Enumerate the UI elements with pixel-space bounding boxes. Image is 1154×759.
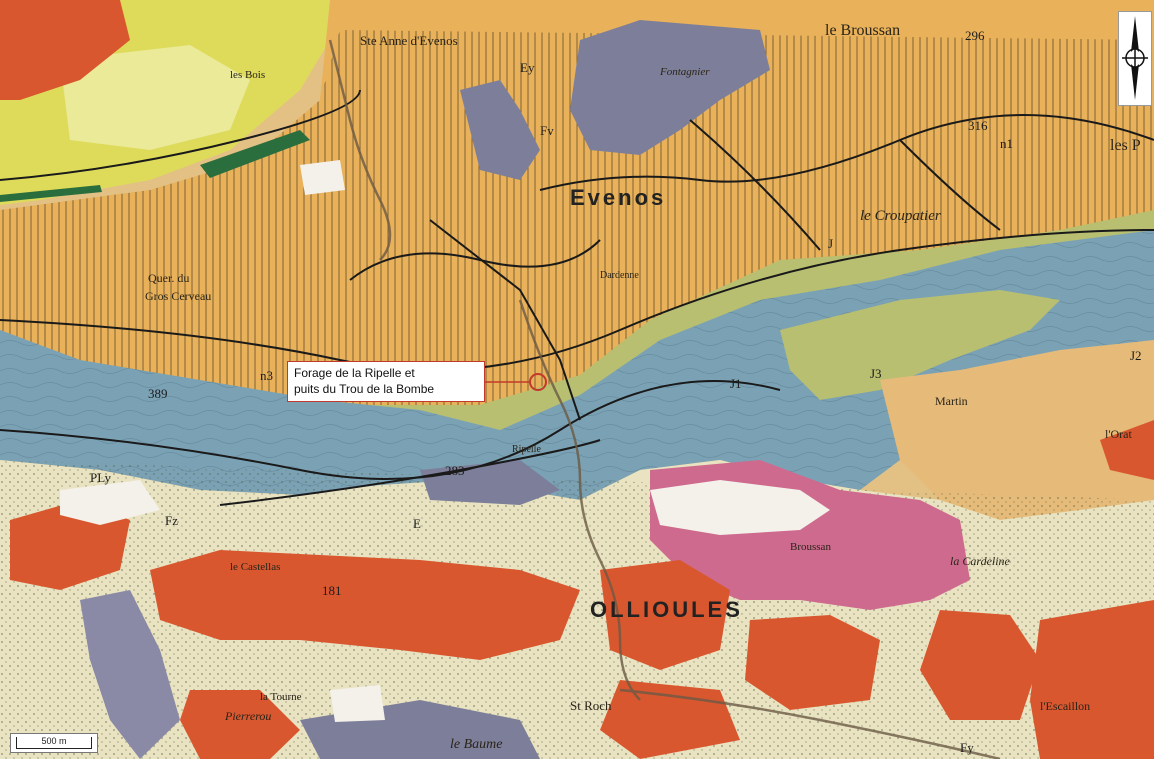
place-label-oratoire: l'Orat (1105, 427, 1132, 441)
red-block-south-center (600, 560, 730, 670)
scale-line (16, 748, 92, 749)
unit-label: Fy (960, 740, 974, 755)
place-label-ripelle: Ripelle (512, 444, 541, 455)
unit-label: J2 (1130, 348, 1142, 363)
red-block-far-east (920, 610, 1040, 720)
place-label-st-roch: St Roch (570, 698, 612, 713)
white-patch-bottom (330, 685, 385, 722)
place-label-cardeline: la Cardeline (950, 554, 1011, 568)
place-label-pierrerou: Pierrerou (224, 709, 271, 723)
place-label-martin: Martin (935, 394, 968, 408)
red-patch-east (1100, 420, 1154, 480)
slate-formation-fontagnier (570, 20, 770, 155)
unit-label: 316 (968, 118, 988, 133)
unit-label: 181 (322, 583, 342, 598)
fault-lines (0, 89, 1154, 506)
location-callout: Forage de la Ripelle et puits du Trou de… (287, 361, 485, 402)
scale-tick-right (91, 737, 92, 749)
tan-zone-southeast (880, 340, 1154, 520)
slate-strip-southwest (80, 590, 180, 759)
unit-label: J1 (730, 376, 742, 391)
place-label-quarry: Quer. du (148, 271, 189, 285)
white-patch-pink (650, 480, 830, 535)
dark-green-strip-2 (0, 185, 102, 202)
place-label-croupatier: le Croupatier (860, 208, 941, 224)
north-arrow-graphic (1122, 16, 1148, 100)
olive-band (0, 210, 1154, 440)
unit-label: n1 (1000, 136, 1013, 151)
blue-contour-texture (0, 230, 1154, 500)
unit-label: 296 (965, 28, 985, 43)
unit-label: Fv (540, 123, 554, 138)
place-label-cerveau: Gros Cerveau (145, 289, 211, 303)
scale-tick-left (16, 737, 17, 749)
place-label-fontagnier: Fontagnier (659, 66, 710, 78)
place-label-evenos: Evenos (570, 185, 666, 210)
place-label-lesbois: les Bois (230, 69, 265, 81)
light-yellow-patch (60, 45, 250, 150)
unit-label: J (828, 236, 833, 251)
scale-bar: 500 m (10, 733, 98, 753)
unit-label: 283 (445, 463, 465, 478)
place-label-sainte-anne: Ste Anne d'Evenos (360, 33, 458, 48)
place-label-broussan-south: Broussan (790, 541, 831, 553)
unit-label: J3 (870, 366, 882, 381)
white-patch-south (60, 480, 160, 525)
unit-label: PLy (90, 470, 111, 485)
place-label-dardenne: Dardenne (600, 270, 639, 281)
red-block-corner (1030, 600, 1154, 759)
place-label-broussan: le Broussan (825, 22, 900, 39)
roads (328, 39, 1001, 759)
dark-green-strip-1 (200, 130, 310, 178)
place-label-tourne: la Tourne (260, 691, 302, 703)
callout-line-1: Forage de la Ripelle et (294, 366, 415, 380)
unit-label: 389 (148, 386, 168, 401)
place-label-lespa: les P (1110, 137, 1141, 154)
place-label-escaillon: l'Escaillon (1040, 699, 1090, 713)
red-block-south-east (745, 615, 880, 710)
unit-label: n3 (260, 368, 273, 383)
red-block-bottom-left (180, 690, 300, 759)
unit-label: E (413, 516, 421, 531)
place-label-baume: le Baume (450, 737, 502, 752)
unit-label: Fz (165, 513, 178, 528)
white-patch-village (300, 160, 345, 195)
place-label-castellas: le Castellas (230, 561, 280, 573)
slate-formation-small (460, 80, 540, 180)
red-block-southwest (150, 550, 580, 660)
callout-line-2: puits du Trou de la Bombe (294, 382, 435, 396)
red-patch-northwest (0, 0, 130, 100)
place-label-ollioules: OLLIOULES (590, 597, 743, 622)
olive-tongue-east (780, 290, 1060, 400)
north-arrow-icon (1118, 11, 1152, 106)
unit-label: Ey (520, 60, 535, 75)
scale-label: 500 m (41, 736, 67, 746)
